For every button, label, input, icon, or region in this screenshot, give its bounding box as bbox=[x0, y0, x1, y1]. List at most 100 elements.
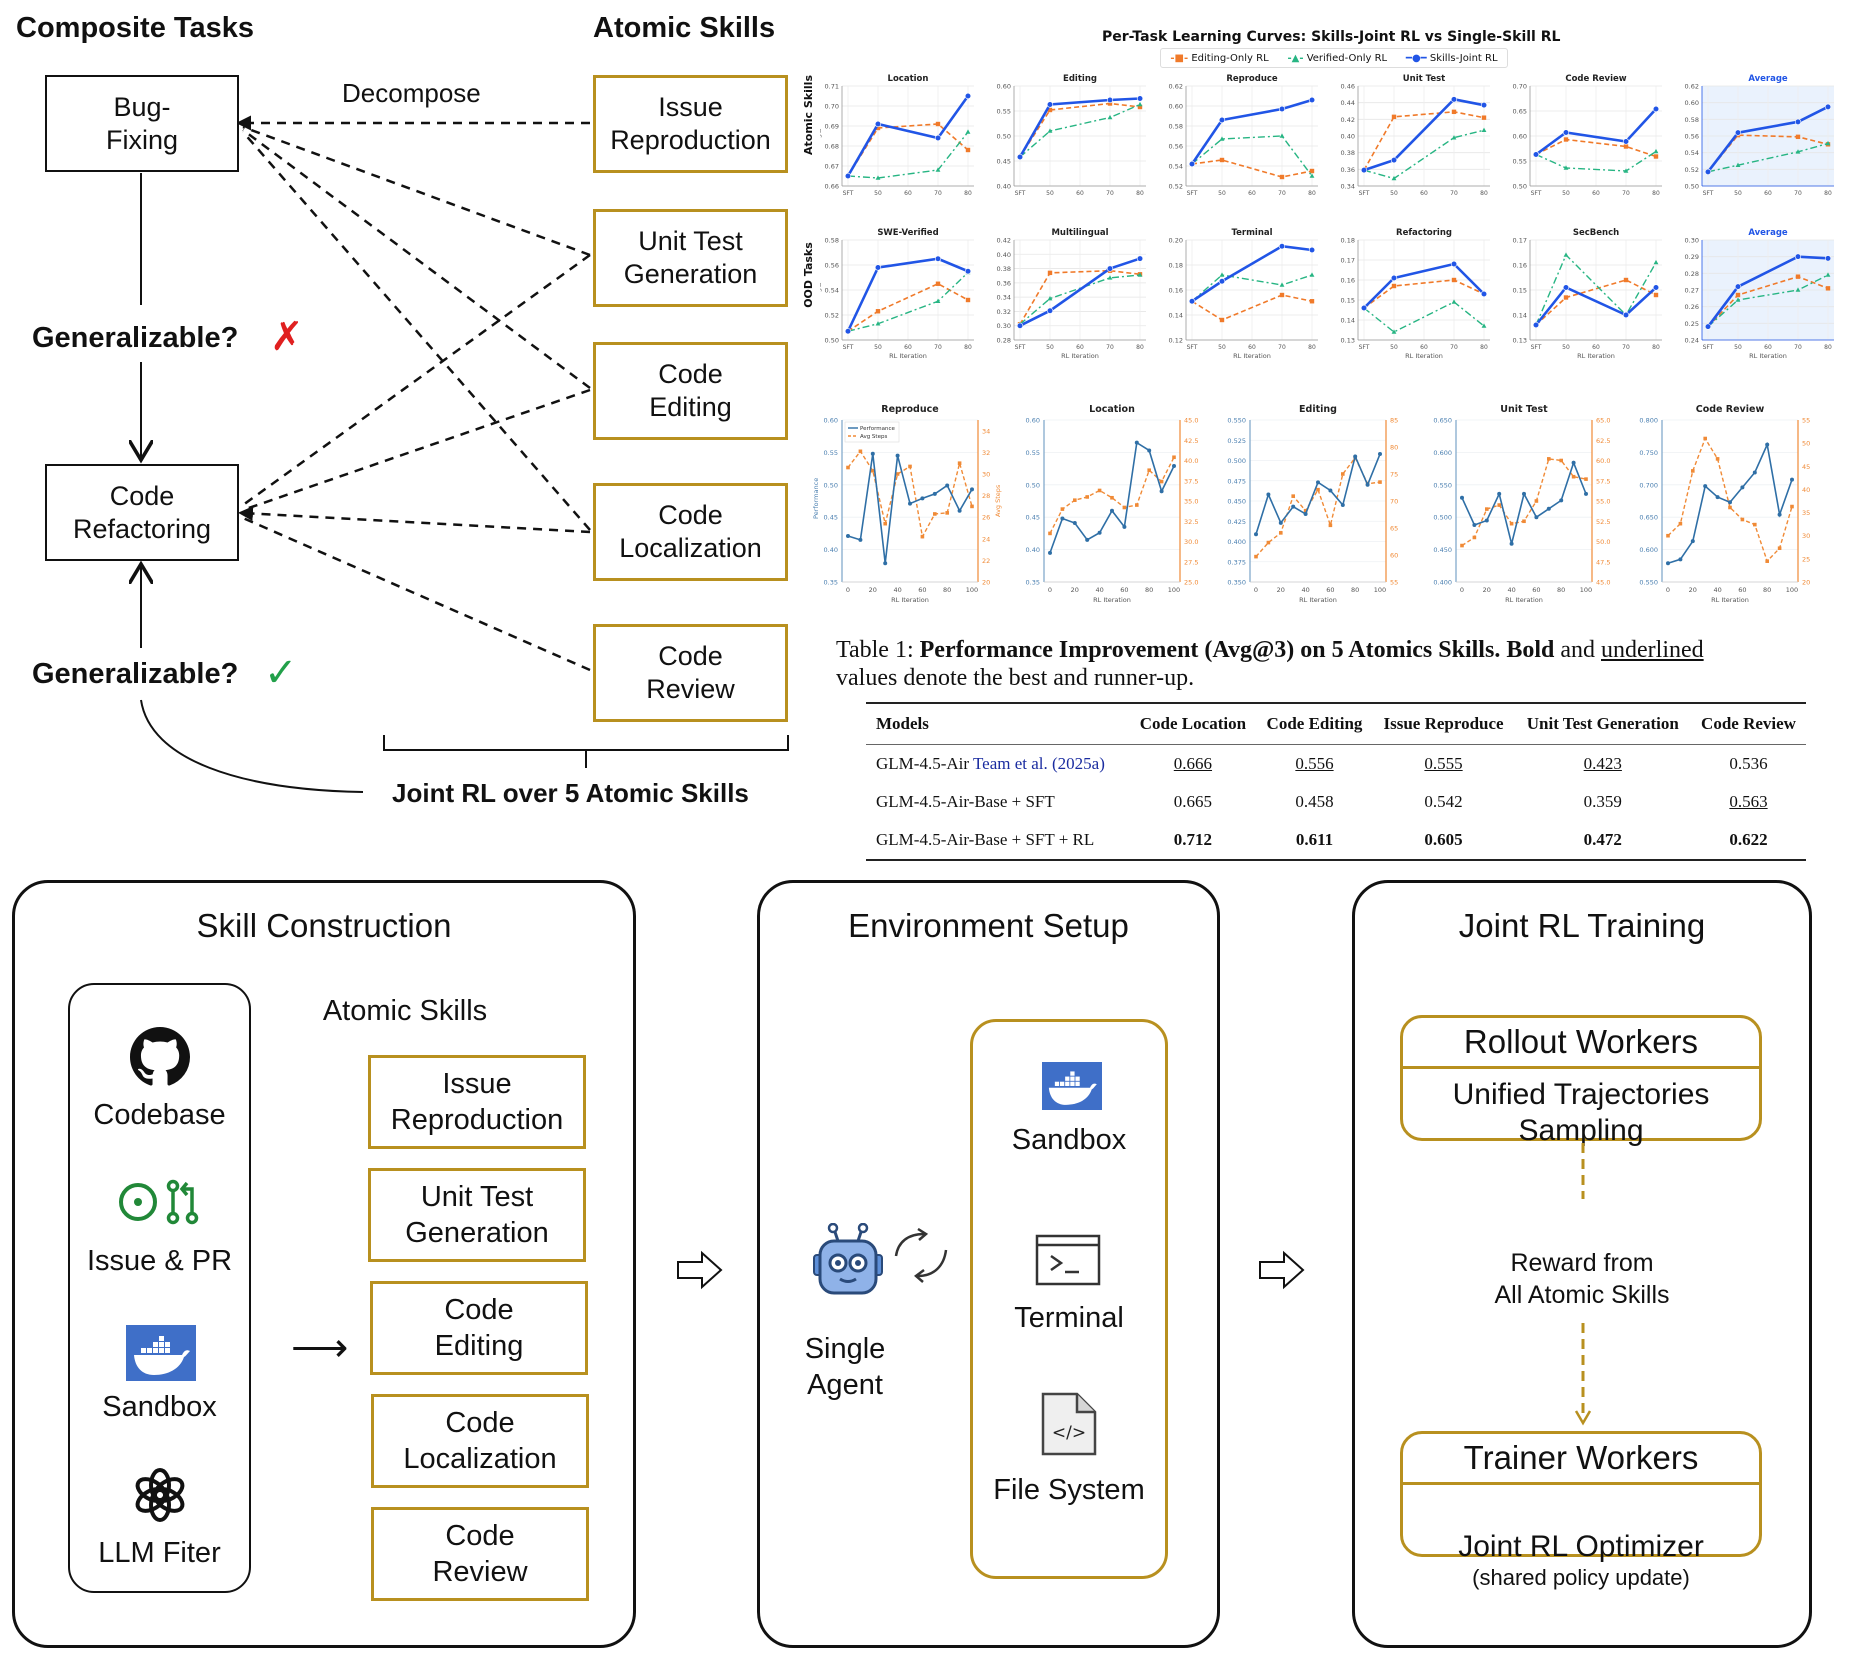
x-tick-label: 80 bbox=[1652, 190, 1660, 197]
y-tick-label: 0.550 bbox=[1433, 481, 1452, 489]
y2-tick-label: 37.5 bbox=[1184, 477, 1198, 485]
data-point bbox=[1360, 304, 1368, 312]
x-tick-label: 40 bbox=[1095, 586, 1103, 594]
y-tick-label: 0.42 bbox=[1341, 116, 1355, 124]
y-tick-label: 0.58 bbox=[1685, 116, 1699, 124]
column-header: Models bbox=[866, 702, 1130, 745]
subplot-title: Editing bbox=[1299, 404, 1337, 415]
data-point-performance bbox=[1110, 508, 1114, 513]
series-line-verified-only-rl bbox=[1019, 103, 1141, 158]
data-point-steps bbox=[957, 461, 962, 465]
y2-tick-label: 32.5 bbox=[1184, 518, 1198, 526]
data-point bbox=[1188, 160, 1196, 168]
x-tick-label: 50 bbox=[1218, 344, 1226, 351]
citation-link[interactable]: Team et al. (2025a) bbox=[972, 754, 1105, 773]
y-tick-label: 0.12 bbox=[1169, 337, 1183, 345]
data-point-performance bbox=[1278, 520, 1283, 525]
table-header-row: Models Code Location Code Editing Issue … bbox=[866, 702, 1806, 745]
x-tick-label: 80 bbox=[964, 344, 972, 351]
x-tick-label: 80 bbox=[1557, 586, 1565, 594]
y-tick-label: 0.50 bbox=[825, 337, 839, 345]
x-tick-label: 50 bbox=[1562, 344, 1570, 351]
data-point-performance bbox=[883, 561, 888, 566]
y-tick-label: 0.26 bbox=[1685, 303, 1699, 311]
x-tick-label: 60 bbox=[1764, 344, 1772, 351]
x-tick-label: 50 bbox=[1734, 344, 1742, 351]
data-point bbox=[965, 297, 971, 303]
data-point bbox=[1652, 284, 1660, 291]
y-tick-label: 0.550 bbox=[1639, 579, 1658, 587]
data-point-performance bbox=[908, 501, 912, 506]
data-point-steps bbox=[1328, 523, 1333, 528]
data-point bbox=[1107, 114, 1113, 120]
model-cell: GLM-4.5-Air Team et al. (2025a) bbox=[876, 754, 1105, 773]
data-point-steps bbox=[1291, 494, 1295, 498]
y-tick-label: 0.30 bbox=[997, 322, 1011, 330]
data-point-steps bbox=[1790, 504, 1794, 509]
y-tick-label: 0.350 bbox=[1227, 579, 1246, 587]
data-point-steps bbox=[1534, 499, 1539, 503]
model-cell: GLM-4.5-Air-Base + SFT bbox=[876, 792, 1055, 811]
series-line-verified-only-rl bbox=[847, 271, 969, 332]
x-tick-label: 70 bbox=[1622, 344, 1630, 351]
x-tick-label: 50 bbox=[1046, 190, 1054, 197]
source-label: Codebase bbox=[93, 1099, 226, 1131]
y-tick-label: 0.45 bbox=[997, 158, 1011, 166]
x-tick-label: 60 bbox=[1764, 190, 1772, 197]
x-tick-label: 60 bbox=[1592, 190, 1600, 197]
series-line-avg-steps bbox=[1667, 436, 1793, 563]
y-tick-label: 0.400 bbox=[1433, 579, 1452, 587]
atomic-skills-header: Atomic Skills bbox=[593, 12, 776, 44]
data-point bbox=[1136, 95, 1144, 102]
series-line-avg-steps bbox=[1461, 458, 1587, 547]
y-tick-label: 0.55 bbox=[997, 108, 1011, 116]
data-point bbox=[1106, 265, 1114, 272]
data-point-performance bbox=[1060, 516, 1065, 521]
reward-flow-arrow bbox=[1574, 1143, 1592, 1426]
y-axis-label-right: Avg Steps bbox=[994, 484, 1002, 517]
y-tick-label: 0.68 bbox=[825, 143, 839, 151]
row-label-ood: OOD Tasks bbox=[802, 242, 815, 308]
x-tick-label: 80 bbox=[964, 190, 972, 197]
data-point-performance bbox=[1497, 491, 1502, 496]
value-cell: 0.605 bbox=[1372, 821, 1515, 861]
data-point-steps bbox=[846, 465, 850, 470]
x-tick-label: 70 bbox=[934, 190, 942, 197]
x-tick-label: SFT bbox=[1187, 344, 1198, 351]
x-tick-label: SFT bbox=[1703, 190, 1714, 197]
y2-tick-label: 65 bbox=[1390, 525, 1398, 533]
x-axis-label: RL Iteration bbox=[889, 352, 927, 360]
data-point-performance bbox=[1291, 504, 1296, 509]
y-tick-label: 0.25 bbox=[1685, 320, 1699, 328]
data-point-performance bbox=[945, 483, 950, 488]
series-line-editing-only-rl bbox=[1707, 134, 1829, 173]
table-row: GLM-4.5-Air Team et al. (2025a) 0.666 0.… bbox=[866, 745, 1806, 784]
x-tick-label: 60 bbox=[1120, 586, 1128, 594]
data-point-performance bbox=[1522, 491, 1526, 496]
robot-agent-icon bbox=[813, 1223, 883, 1295]
data-point-performance bbox=[1509, 541, 1514, 546]
data-point-steps bbox=[1497, 503, 1501, 507]
data-point bbox=[1653, 148, 1659, 154]
series-line-skills-joint-rl bbox=[1534, 285, 1657, 326]
series-line-skills-joint-rl bbox=[1018, 97, 1141, 158]
data-point bbox=[1391, 329, 1397, 334]
y-tick-label: 0.40 bbox=[1341, 133, 1355, 141]
data-point bbox=[1704, 323, 1712, 330]
series-line-skills-joint-rl bbox=[1190, 98, 1313, 165]
data-point-steps bbox=[1485, 507, 1489, 511]
x-tick-label: SFT bbox=[843, 190, 854, 197]
rollout-workers-body: Unified Trajectories Sampling bbox=[1452, 1078, 1710, 1147]
data-point-steps bbox=[895, 472, 900, 476]
atomic-skill-box: Unit Test Generation bbox=[593, 209, 788, 307]
y-tick-label: 0.550 bbox=[1227, 417, 1246, 425]
column-header: Unit Test Generation bbox=[1514, 702, 1691, 745]
y-tick-label: 0.28 bbox=[997, 337, 1011, 345]
environment-setup-panel: Environment Setup Single Agent San bbox=[757, 880, 1220, 1648]
data-point-performance bbox=[1340, 503, 1345, 508]
data-point-steps bbox=[1048, 531, 1052, 536]
data-point-performance bbox=[1085, 537, 1090, 542]
data-point bbox=[1451, 135, 1457, 140]
x-tick-label: SFT bbox=[1531, 190, 1542, 197]
